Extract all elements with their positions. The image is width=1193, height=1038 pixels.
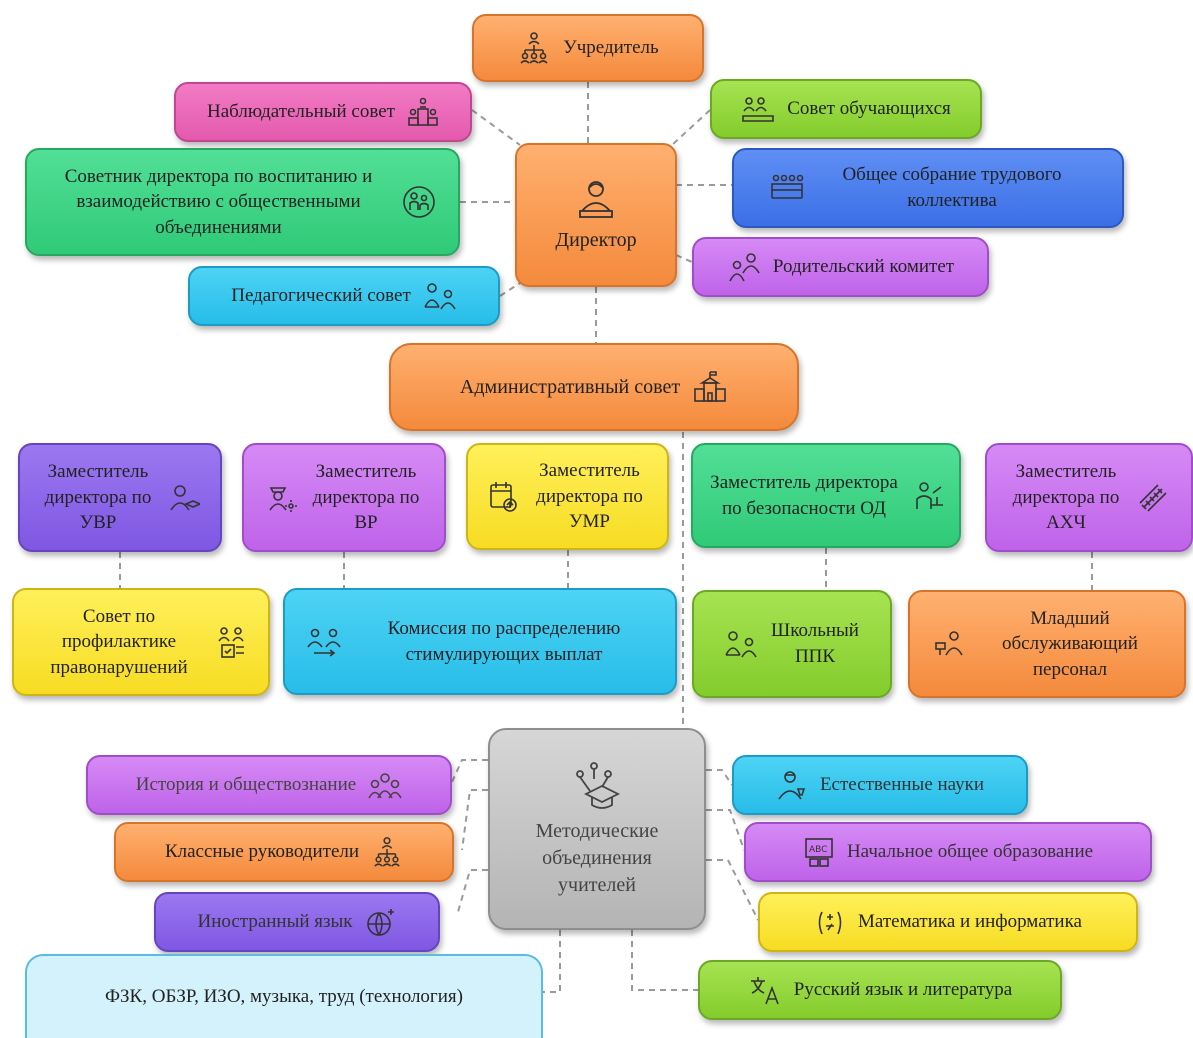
node-zam-bezopasnost: Заместитель директора по безопасности ОД (691, 443, 961, 548)
node-sovet-obuchayushchihsya: Совет обучающихся (710, 79, 982, 139)
node-nablyudatelny-sovet: Наблюдательный совет (174, 82, 472, 142)
node-label: Комиссия по распределению стимулирующих … (387, 617, 621, 665)
node-label: Школьный ППК (771, 620, 859, 667)
node-shkolny-ppk: Школьный ППК (692, 590, 892, 698)
node-label: Заместитель директора по УМР (536, 460, 643, 533)
globe-sparkle-icon (366, 909, 394, 936)
hierarchy-icon (374, 837, 400, 867)
parents-icon (729, 253, 760, 282)
node-label: Методические объединения учителей (535, 819, 659, 896)
node-label: Начальное общее образование (846, 841, 1094, 863)
staff-icon (935, 631, 963, 656)
node-label: Классные руководители (164, 841, 360, 863)
director-icon (579, 180, 613, 218)
cadet-icon (268, 486, 297, 512)
node-label: Заместитель директора по АХЧ (1012, 461, 1120, 534)
node-roditelsky-komitet: Родительский комитет (692, 237, 989, 297)
building-icon (694, 371, 726, 402)
students-icon (742, 97, 775, 122)
node-label: Совет обучающихся (787, 98, 951, 120)
people-icon (368, 773, 402, 799)
node-label: ФЗК, ОБЗР, ИЗО, музыка, труд (технология… (105, 986, 463, 1008)
node-pedsovet: Педагогический совет (188, 266, 500, 326)
node-label: Наблюдательный совет (207, 101, 395, 123)
node-klassnye-rukovoditeli: Классные руководители (114, 822, 454, 882)
node-label: Заместитель директора по безопасности ОД (710, 471, 898, 519)
node-sovet-profilaktika: Совет по профилактике правонарушений (12, 588, 270, 696)
consultation-icon (725, 631, 757, 658)
node-label: Учредитель (563, 37, 659, 59)
node-director: Директор (515, 143, 677, 287)
family-icon (402, 186, 435, 218)
node-inostranny-yazyk: Иностранный язык (154, 892, 440, 952)
node-komissiya: Комиссия по распределению стимулирующих … (283, 588, 677, 695)
scientist-icon (778, 771, 806, 800)
node-label: Русский язык и литература (793, 979, 1013, 1001)
node-label: Иностранный язык (197, 911, 353, 933)
money-exchange-icon (307, 628, 341, 657)
node-label: Общее собрание трудового коллектива (842, 164, 1062, 211)
node-label: Административный совет (459, 375, 681, 398)
node-label: Заместитель директора по УВР (44, 461, 152, 534)
podium-icon (408, 97, 438, 126)
node-fzk: ФЗК, ОБЗР, ИЗО, музыка, труд (технология… (25, 954, 543, 1038)
node-label: История и обществознание (135, 774, 357, 796)
node-label: Заместитель директора по ВР (312, 461, 420, 534)
svg-text:ABC: ABC (809, 845, 827, 855)
abc-board-icon: ABC (805, 838, 833, 867)
node-uchreditel: Учредитель (472, 14, 704, 82)
node-istoriya: История и обществознание (86, 755, 452, 815)
node-zam-umr: Заместитель директора по УМР (466, 443, 669, 550)
node-label: Естественные науки (819, 774, 985, 796)
node-matematika: Математика и информатика (758, 892, 1138, 952)
node-metod-obedinenia: Методические объединения учителей (488, 728, 706, 930)
node-label: Педагогический совет (231, 285, 411, 307)
node-mladshy-personal: Младший обслуживающий персонал (908, 590, 1186, 698)
node-zam-vr: Заместитель директора по ВР (242, 443, 446, 552)
node-label: Директор (555, 228, 637, 251)
node-label: Младший обслуживающий персонал (1002, 607, 1138, 680)
graduate-icon (169, 484, 200, 510)
node-russky: Русский язык и литература (698, 960, 1062, 1020)
meeting-icon (771, 174, 804, 199)
node-label: Советник директора по воспитанию и взаим… (64, 165, 373, 238)
tools-icon (1138, 483, 1167, 512)
node-label: Математика и информатика (858, 911, 1082, 933)
node-label: Совет по профилактике правонарушений (50, 605, 188, 678)
node-obshee-sobranie: Общее собрание трудового коллектива (732, 148, 1124, 228)
node-label: Родительский комитет (772, 256, 955, 278)
node-admin-sovet: Административный совет (389, 343, 799, 431)
calendar-icon (490, 481, 517, 512)
node-nachalnoe: ABC Начальное общее образование (744, 822, 1152, 882)
node-sovetnik: Советник директора по воспитанию и взаим… (25, 148, 460, 256)
node-zam-ahch: Заместитель директора по АХЧ (985, 443, 1193, 552)
group-check-icon (218, 627, 244, 658)
graduation-cap-icon (576, 761, 621, 809)
hierarchy-icon (520, 32, 548, 64)
guard-icon (916, 481, 943, 509)
teacher-student-icon (424, 283, 456, 310)
translate-icon (750, 977, 779, 1005)
math-sparkle-icon (818, 911, 842, 935)
node-zam-uvr: Заместитель директора по УВР (18, 443, 222, 552)
node-estestvennye: Естественные науки (732, 755, 1028, 815)
